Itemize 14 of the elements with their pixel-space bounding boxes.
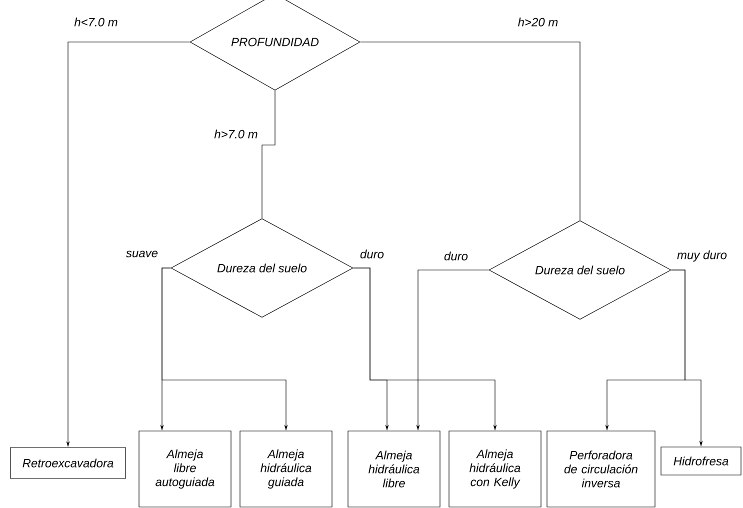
process-box: Retroexcavadora [10, 447, 126, 479]
edge-label: duro [443, 250, 469, 262]
edge-label: h<7.0 m [73, 16, 119, 28]
edge-label: duro [359, 248, 386, 260]
process-box: Almeja hidráulica con Kelly [448, 430, 542, 508]
edge-label: h>20 m [516, 16, 560, 28]
process-box: Almeja hidráulica guiada [240, 430, 332, 508]
edge-label: muy duro [676, 249, 728, 263]
process-box: Perforadora de circulación inversa [546, 430, 656, 508]
process-box: Hidrofresa [660, 446, 742, 476]
process-box: Almeja hidráulica libre [348, 430, 440, 508]
edge-label: suave [125, 250, 160, 258]
edge-label: h>7.0 m [213, 128, 259, 140]
process-box: Almeja libre autoguiada [138, 430, 232, 508]
